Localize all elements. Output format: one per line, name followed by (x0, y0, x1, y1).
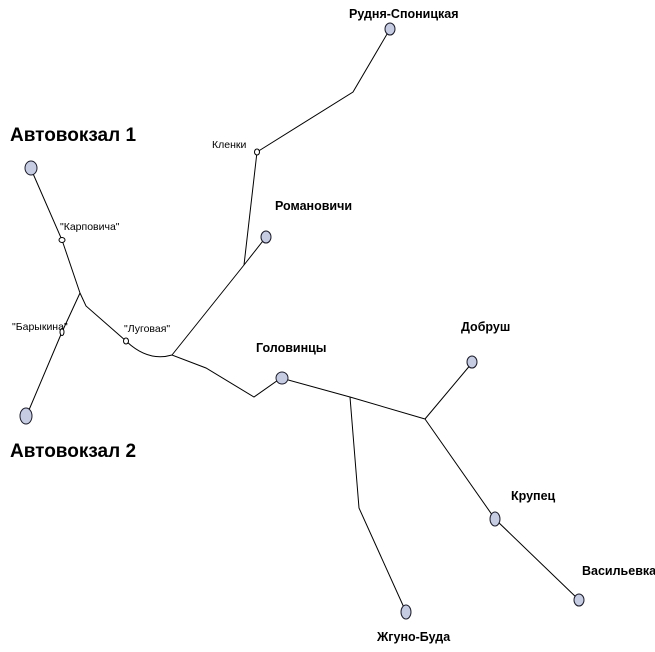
label-golovintsy: Головинцы (256, 341, 326, 355)
label-romanovichi: Романовичи (275, 199, 352, 213)
station-krupets[interactable] (489, 511, 501, 527)
route-zhguno-buda-branch (349, 396, 407, 613)
station-golovintsy[interactable] (275, 371, 289, 385)
stop-klenki[interactable] (254, 148, 260, 156)
stations (19, 22, 585, 620)
label-zhguno-buda: Жгуно-Буда (376, 630, 451, 644)
station-avtovokzal-1[interactable] (24, 160, 38, 176)
label-krupets: Крупец (511, 489, 556, 503)
label-rudnya-sponitskaya: Рудня-Споницкая (349, 7, 459, 21)
station-vasilyevka[interactable] (573, 593, 585, 607)
route-vasilyevka-branch (424, 418, 580, 601)
labels: Автовокзал 1 Автовокзал 2 Рудня-Споницка… (10, 7, 655, 644)
station-zhguno-buda[interactable] (400, 604, 412, 620)
stop-lugovaya[interactable] (123, 337, 129, 345)
route-golovintsy-to-fork (280, 377, 426, 420)
route-rudnya-branch (243, 28, 391, 266)
label-avtovokzal-2: Автовокзал 2 (10, 441, 136, 462)
route-avtovokzal-2-to-junction (25, 292, 81, 418)
station-dobrush[interactable] (466, 355, 478, 369)
stop-karpovicha[interactable] (58, 237, 66, 243)
label-vasilyevka: Васильевка (582, 564, 655, 578)
station-romanovichi[interactable] (260, 230, 272, 244)
label-barykina: "Барыкина" (12, 321, 68, 333)
label-klenki: Кленки (212, 139, 246, 151)
route-dobrush-branch (424, 362, 473, 420)
label-lugovaya: "Луговая" (124, 323, 170, 335)
label-karpovicha: "Карповича" (60, 221, 120, 233)
stop-barykina[interactable] (59, 328, 65, 336)
stops (58, 148, 260, 345)
route-romanovichi-branch (171, 236, 267, 356)
label-avtovokzal-1: Автовокзал 1 (10, 125, 136, 146)
label-dobrush: Добруш (461, 320, 510, 334)
station-rudnya-sponitskaya[interactable] (384, 22, 396, 36)
station-avtovokzal-2[interactable] (19, 407, 33, 425)
